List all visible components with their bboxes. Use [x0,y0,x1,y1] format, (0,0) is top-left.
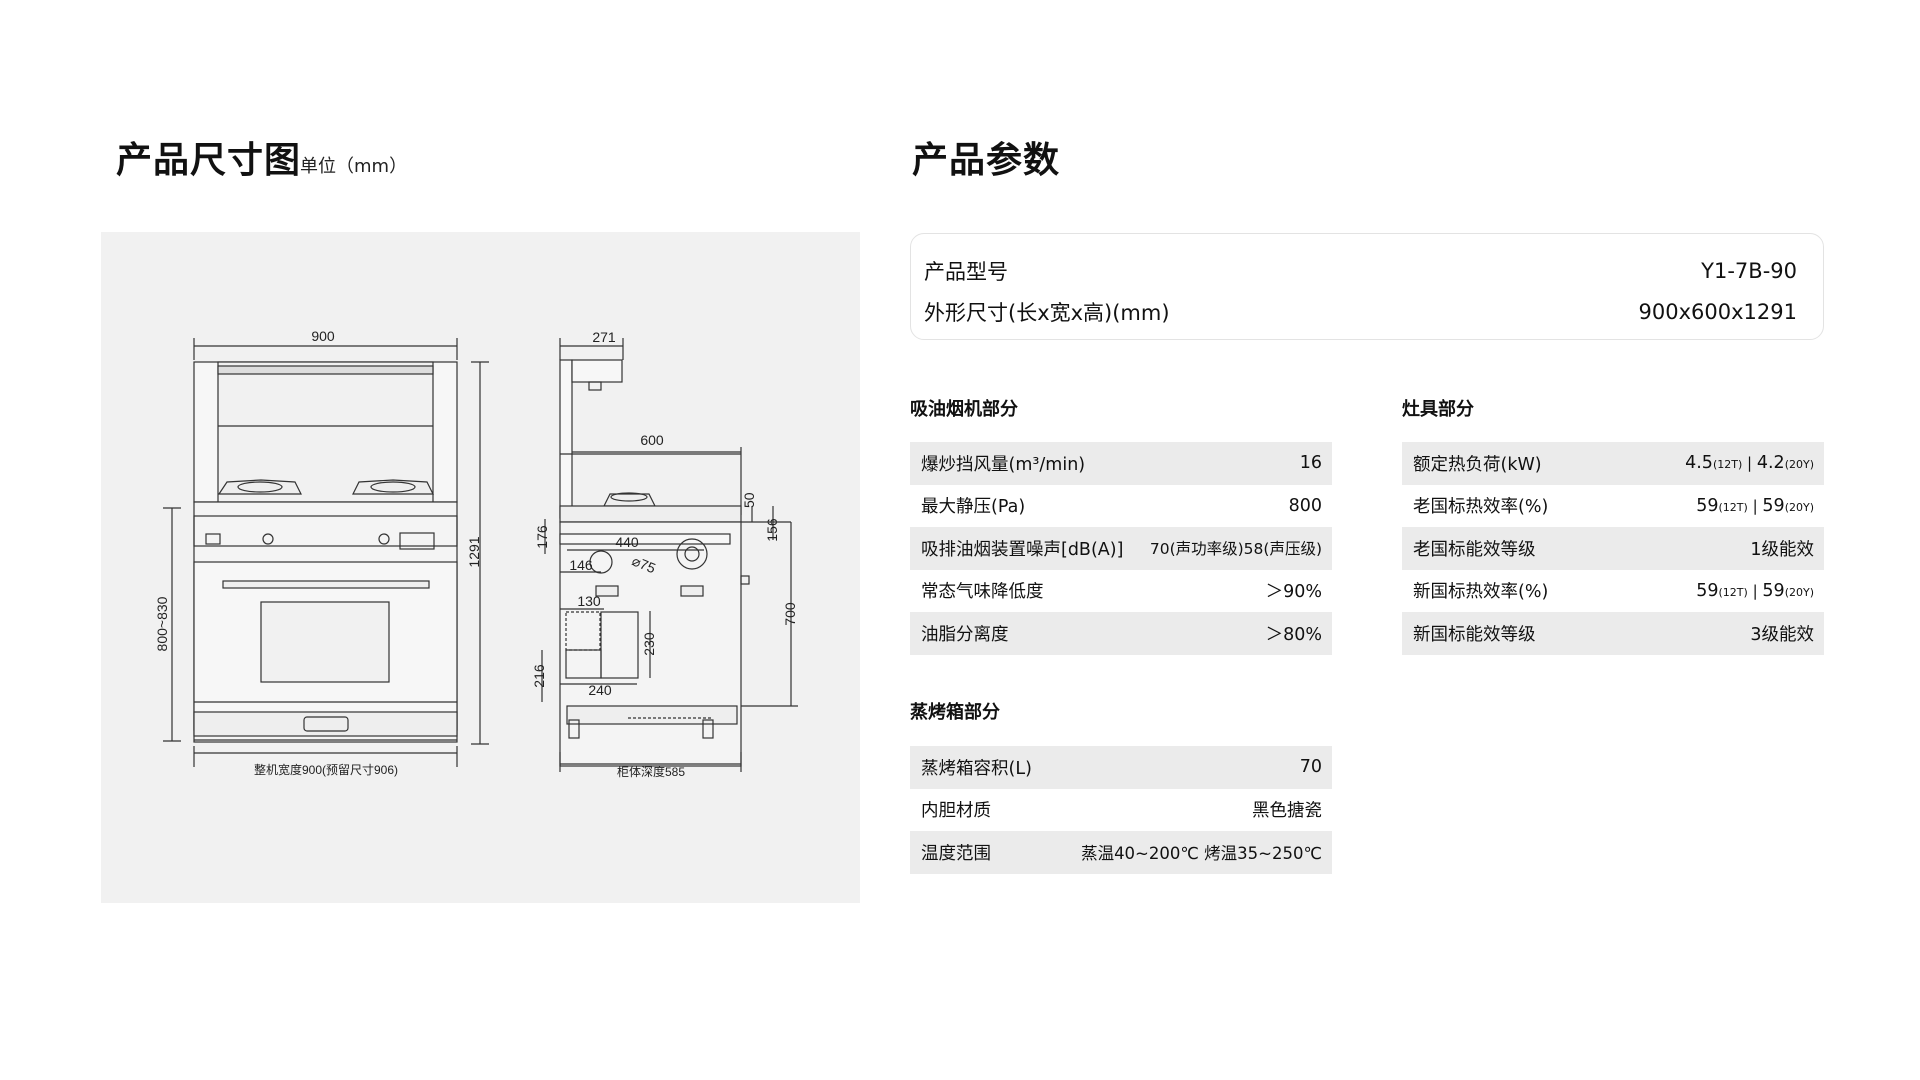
dimension-drawing-panel: 900 [101,232,860,903]
hood-section-title: 吸油烟机部分 [910,399,1018,420]
side-130-dimension: 130 [577,593,601,609]
stove-suffix-12t: (12T) [1712,458,1743,472]
hood-row: 常态气味降低度 ＞90% [910,570,1332,613]
stove-row-value: 59(12T) | 59(20Y) [1696,496,1814,516]
front-height-dimension: 1291 [466,536,482,567]
model-card: 产品型号 Y1-7B-90 外形尺寸(长x宽x高)(mm) 900x600x12… [910,233,1824,340]
stove-row-label: 额定热负荷(kW) [1413,454,1542,475]
side-146-dimension: 146 [569,557,593,573]
side-view: 271 600 50 156 176 [531,329,798,779]
stove-separator: | [1747,496,1763,515]
stove-suffix-12t: (12T) [1718,500,1748,514]
stove-row-label: 老国标能效等级 [1413,539,1536,560]
side-156-dimension: 156 [764,518,780,542]
hood-row-label: 最大静压(Pa) [921,497,1026,518]
model-row: 产品型号 Y1-7B-90 [924,255,1797,287]
stove-separator: | [1742,454,1757,473]
stove-value-20y: 4.2 [1756,453,1785,474]
oven-section-title: 蒸烤箱部分 [910,702,1000,723]
size-value: 900x600x1291 [1638,300,1797,324]
stove-row-value: 1级能效 [1750,539,1814,560]
dimension-drawing-title: 产品尺寸图 [116,140,302,181]
stove-row-value: 3级能效 [1750,624,1814,645]
stove-spec-table: 额定热负荷(kW) 4.5(12T) | 4.2(20Y) 老国标热效率(%) … [1402,442,1824,655]
stove-value-12t: 59 [1696,495,1719,516]
hood-row: 油脂分离度 ＞80% [910,612,1332,655]
hood-row: 爆炒挡风量(m³/min) 16 [910,442,1332,485]
oven-row-label: 温度范围 [921,843,991,864]
oven-row: 内胆材质 黑色搪瓷 [910,789,1332,832]
side-700-dimension: 700 [782,602,798,626]
stove-suffix-20y: (20Y) [1784,585,1814,599]
side-176-dimension: 176 [534,525,550,549]
oven-row-value: 黑色搪瓷 [1252,801,1322,822]
hood-row-value: 70(声功率级)58(声压级) [1149,540,1322,559]
oven-row: 蒸烤箱容积(L) 70 [910,746,1332,789]
hood-row-value: 16 [1299,453,1322,474]
side-440-dimension: 440 [615,534,639,550]
dimension-drawing: 900 [154,328,798,779]
stove-suffix-20y: (20Y) [1784,458,1814,472]
hood-row-label: 常态气味降低度 [921,582,1044,603]
stove-row-label: 老国标热效率(%) [1413,497,1549,518]
oven-row-value: 70 [1299,757,1322,778]
size-label: 外形尺寸(长x宽x高)(mm) [924,301,1170,325]
side-caption: 柜体深度585 [617,764,685,779]
hood-spec-table: 爆炒挡风量(m³/min) 16 最大静压(Pa) 800 吸排油烟装置噪声[d… [910,442,1332,655]
stove-suffix-20y: (20Y) [1784,500,1814,514]
product-params-title: 产品参数 [912,140,1061,181]
stove-value-12t: 4.5 [1685,453,1713,474]
front-counter-height-dimension: 800~830 [154,596,170,651]
side-216-dimension: 216 [531,664,547,688]
stove-section-title: 灶具部分 [1402,399,1474,420]
model-label: 产品型号 [924,260,1008,284]
hood-row-value: 800 [1288,495,1322,516]
side-top-dimension: 271 [592,329,616,345]
stove-row-value: 4.5(12T) | 4.2(20Y) [1685,453,1814,473]
side-240-dimension: 240 [588,682,612,698]
oven-row-label: 蒸烤箱容积(L) [921,758,1032,779]
stove-suffix-12t: (12T) [1718,585,1748,599]
stove-row-label: 新国标热效率(%) [1413,582,1549,603]
stove-row: 新国标能效等级 3级能效 [1402,612,1824,655]
dimension-unit-label: 单位（mm） [300,156,408,177]
hood-row-value: ＞90% [1265,582,1322,603]
stove-row-value: 59(12T) | 59(20Y) [1696,581,1814,601]
stove-value-20y: 59 [1762,495,1785,516]
stove-row: 新国标热效率(%) 59(12T) | 59(20Y) [1402,570,1824,613]
stove-value-20y: 59 [1762,580,1785,601]
hood-row-value: ＞80% [1265,624,1322,645]
stove-separator: | [1747,581,1763,600]
hood-row: 最大静压(Pa) 800 [910,485,1332,528]
hood-row-label: 爆炒挡风量(m³/min) [921,454,1086,475]
hood-row-label: 吸排油烟装置噪声[dB(A)] [921,539,1124,560]
side-230-dimension: 230 [641,632,657,656]
front-view: 900 [154,328,489,777]
size-row: 外形尺寸(长x宽x高)(mm) 900x600x1291 [924,296,1797,328]
hood-row-label: 油脂分离度 [921,624,1009,645]
stove-value-12t: 59 [1696,580,1719,601]
oven-row-label: 内胆材质 [921,801,991,822]
front-width-dimension: 900 [311,328,335,344]
side-600-dimension: 600 [640,432,664,448]
front-caption: 整机宽度900(预留尺寸906) [254,762,398,777]
stove-row: 老国标能效等级 1级能效 [1402,527,1824,570]
stove-row: 老国标热效率(%) 59(12T) | 59(20Y) [1402,485,1824,528]
oven-spec-table: 蒸烤箱容积(L) 70 内胆材质 黑色搪瓷 温度范围 蒸温40~200℃ 烤温3… [910,746,1332,874]
stove-row: 额定热负荷(kW) 4.5(12T) | 4.2(20Y) [1402,442,1824,485]
hood-row: 吸排油烟装置噪声[dB(A)] 70(声功率级)58(声压级) [910,527,1332,570]
side-50-dimension: 50 [741,492,757,508]
oven-row-value: 蒸温40~200℃ 烤温35~250℃ [1081,844,1322,864]
oven-row: 温度范围 蒸温40~200℃ 烤温35~250℃ [910,831,1332,874]
model-value: Y1-7B-90 [1701,259,1797,283]
stove-row-label: 新国标能效等级 [1413,624,1536,645]
